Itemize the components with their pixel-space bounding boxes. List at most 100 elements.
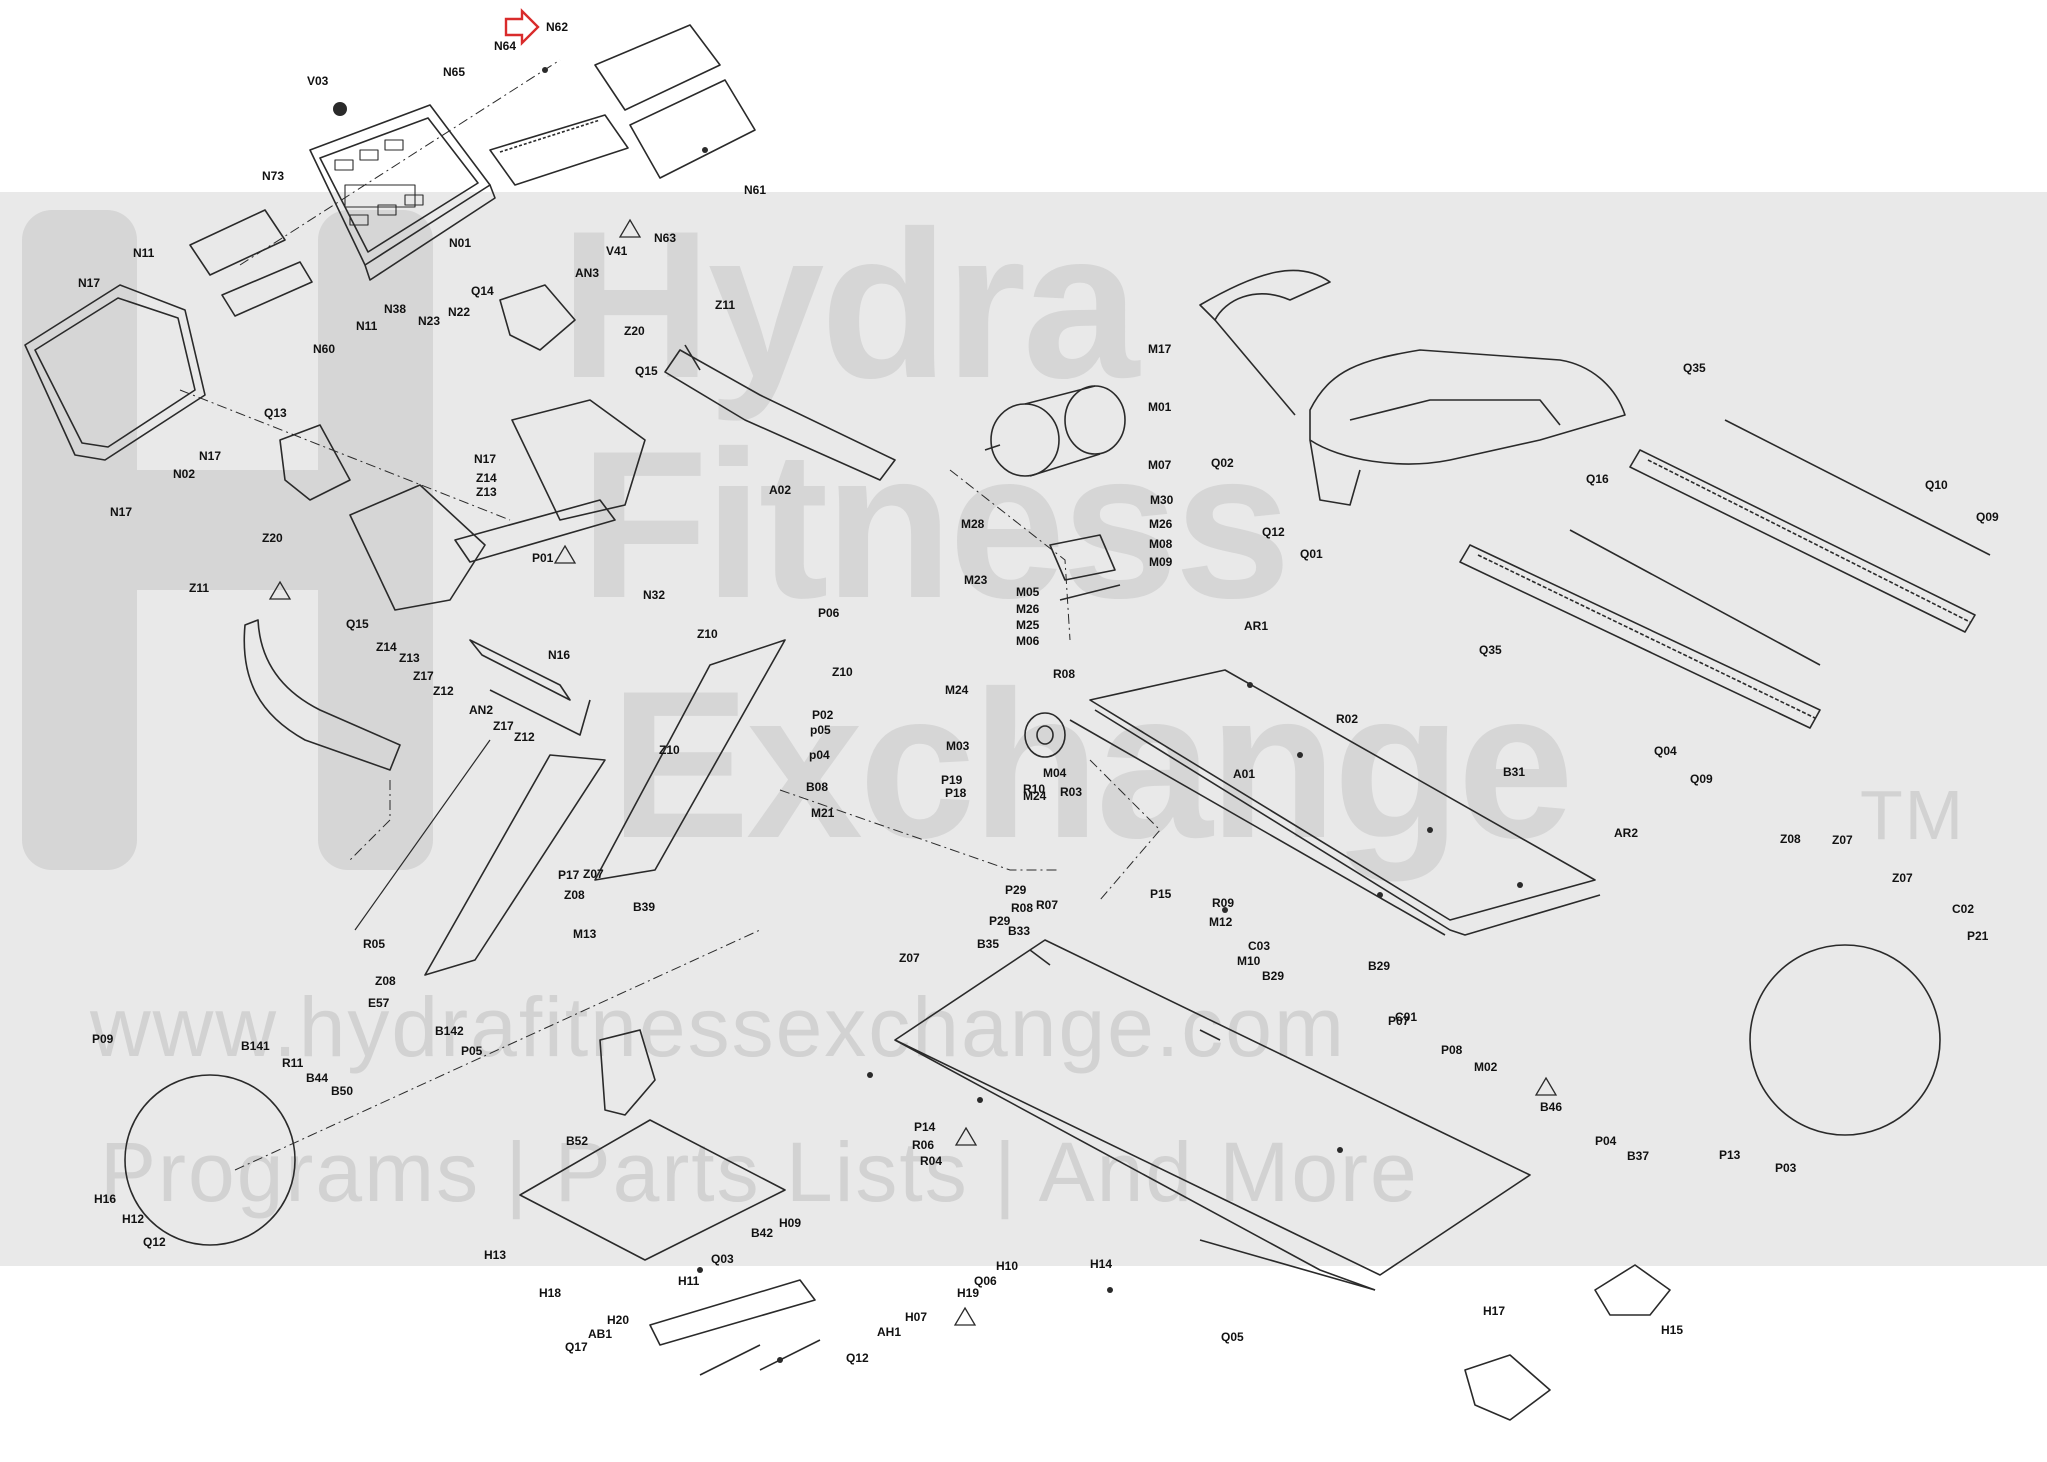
callout-label[interactable]: M09 [1149,555,1173,569]
callout-label[interactable]: P29 [1005,883,1027,897]
callout-label[interactable]: Z17 [413,669,434,683]
callout-label[interactable]: R07 [1036,898,1059,912]
callout-label[interactable]: AR2 [1614,826,1639,840]
callout-label[interactable]: A02 [769,483,792,497]
callout-label[interactable]: N11 [356,319,378,333]
callout-label[interactable]: C02 [1952,902,1975,916]
callout-label[interactable]: Z14 [476,471,497,485]
callout-label[interactable]: H09 [779,1216,802,1230]
callout-label[interactable]: P29 [989,914,1011,928]
callout-label[interactable]: M24 [945,683,969,697]
callout-label[interactable]: Z07 [1892,871,1913,885]
callout-label[interactable]: R08 [1053,667,1076,681]
callout-label[interactable]: Z08 [375,974,396,988]
callout-label[interactable]: Q02 [1211,456,1234,470]
callout-label[interactable]: M01 [1148,400,1172,414]
callout-label[interactable]: Q04 [1654,744,1677,758]
callout-label[interactable]: M12 [1209,915,1233,929]
callout-label[interactable]: Q13 [264,406,287,420]
callout-label[interactable]: Q12 [846,1351,869,1365]
callout-label[interactable]: M21 [811,806,835,820]
callout-label[interactable]: B31 [1503,765,1526,779]
callout-label[interactable]: Q16 [1586,472,1609,486]
callout-label[interactable]: M26 [1149,517,1173,531]
callout-label[interactable]: P15 [1150,887,1172,901]
callout-label[interactable]: M04 [1043,766,1067,780]
callout-label[interactable]: Q14 [471,284,494,298]
callout-label[interactable]: p05 [810,723,831,737]
callout-label[interactable]: Z10 [832,665,853,679]
callout-label[interactable]: H13 [484,1248,507,1262]
callout-label[interactable]: N01 [449,236,472,250]
callout-label[interactable]: V41 [606,244,628,258]
callout-label[interactable]: Z20 [262,531,283,545]
callout-label[interactable]: R11 [282,1056,304,1070]
callout-label[interactable]: H12 [122,1212,145,1226]
callout-label[interactable]: N22 [448,305,471,319]
callout-label[interactable]: Z11 [715,298,736,312]
callout-label[interactable]: P02 [812,708,834,722]
callout-label[interactable]: A01 [1233,767,1256,781]
callout-label[interactable]: B52 [566,1134,589,1148]
callout-label[interactable]: P03 [1775,1161,1797,1175]
callout-label[interactable]: Q17 [565,1340,588,1354]
callout-label[interactable]: B29 [1262,969,1285,983]
callout-label[interactable]: Q06 [974,1274,997,1288]
callout-label[interactable]: N63 [654,231,677,245]
callout-label[interactable]: H16 [94,1192,117,1206]
callout-label[interactable]: P07 [1388,1014,1410,1028]
callout-label[interactable]: N17 [110,505,133,519]
callout-label[interactable]: Q01 [1300,547,1323,561]
callout-label[interactable]: N17 [199,449,222,463]
callout-label[interactable]: P01 [532,551,554,565]
callout-label[interactable]: M05 [1016,585,1040,599]
callout-label[interactable]: Q09 [1976,510,1999,524]
callout-label[interactable]: N65 [443,65,466,79]
callout-label[interactable]: Q09 [1690,772,1713,786]
callout-label[interactable]: H07 [905,1310,928,1324]
callout-label[interactable]: N17 [474,452,497,466]
callout-label[interactable]: R04 [920,1154,943,1168]
callout-label[interactable]: N60 [313,342,336,356]
callout-label[interactable]: P19 [941,773,963,787]
callout-label[interactable]: C01 [1395,1010,1418,1024]
callout-label[interactable]: B08 [806,780,829,794]
callout-label[interactable]: P05 [461,1044,483,1058]
callout-label[interactable]: Z08 [564,888,585,902]
callout-label[interactable]: R06 [912,1138,935,1152]
callout-label[interactable]: Z14 [376,640,397,654]
callout-label[interactable]: N64 [494,39,517,53]
callout-label[interactable]: M28 [961,517,985,531]
callout-label[interactable]: P08 [1441,1043,1463,1057]
callout-label[interactable]: M06 [1016,634,1040,648]
callout-label[interactable]: P06 [818,606,840,620]
callout-label[interactable]: H14 [1090,1257,1113,1271]
callout-label[interactable]: P09 [92,1032,114,1046]
callout-label[interactable]: N16 [548,648,571,662]
callout-label[interactable]: P18 [945,786,967,800]
callout-label[interactable]: AR1 [1244,619,1269,633]
callout-label[interactable]: Q05 [1221,1330,1244,1344]
callout-label[interactable]: C03 [1248,939,1271,953]
callout-label[interactable]: M10 [1237,954,1261,968]
callout-label[interactable]: Q15 [635,364,658,378]
callout-label[interactable]: M25 [1016,618,1040,632]
callout-label[interactable]: Z17 [493,719,514,733]
callout-label[interactable]: H18 [539,1286,562,1300]
callout-label[interactable]: B44 [306,1071,329,1085]
callout-label[interactable]: N32 [643,588,666,602]
callout-label[interactable]: R02 [1336,712,1359,726]
callout-label[interactable]: N11 [133,246,155,260]
callout-label[interactable]: H20 [607,1313,630,1327]
callout-label[interactable]: R08 [1011,901,1034,915]
callout-label[interactable]: M02 [1474,1060,1498,1074]
callout-label[interactable]: P17 [558,868,580,882]
callout-label[interactable]: AB1 [588,1327,613,1341]
callout-label[interactable]: M23 [964,573,988,587]
callout-label[interactable]: p04 [809,748,830,762]
callout-label[interactable]: M13 [573,927,597,941]
callout-label[interactable]: R03 [1060,785,1083,799]
callout-label[interactable]: H17 [1483,1304,1506,1318]
callout-label[interactable]: N17 [78,276,101,290]
callout-label[interactable]: Q15 [346,617,369,631]
